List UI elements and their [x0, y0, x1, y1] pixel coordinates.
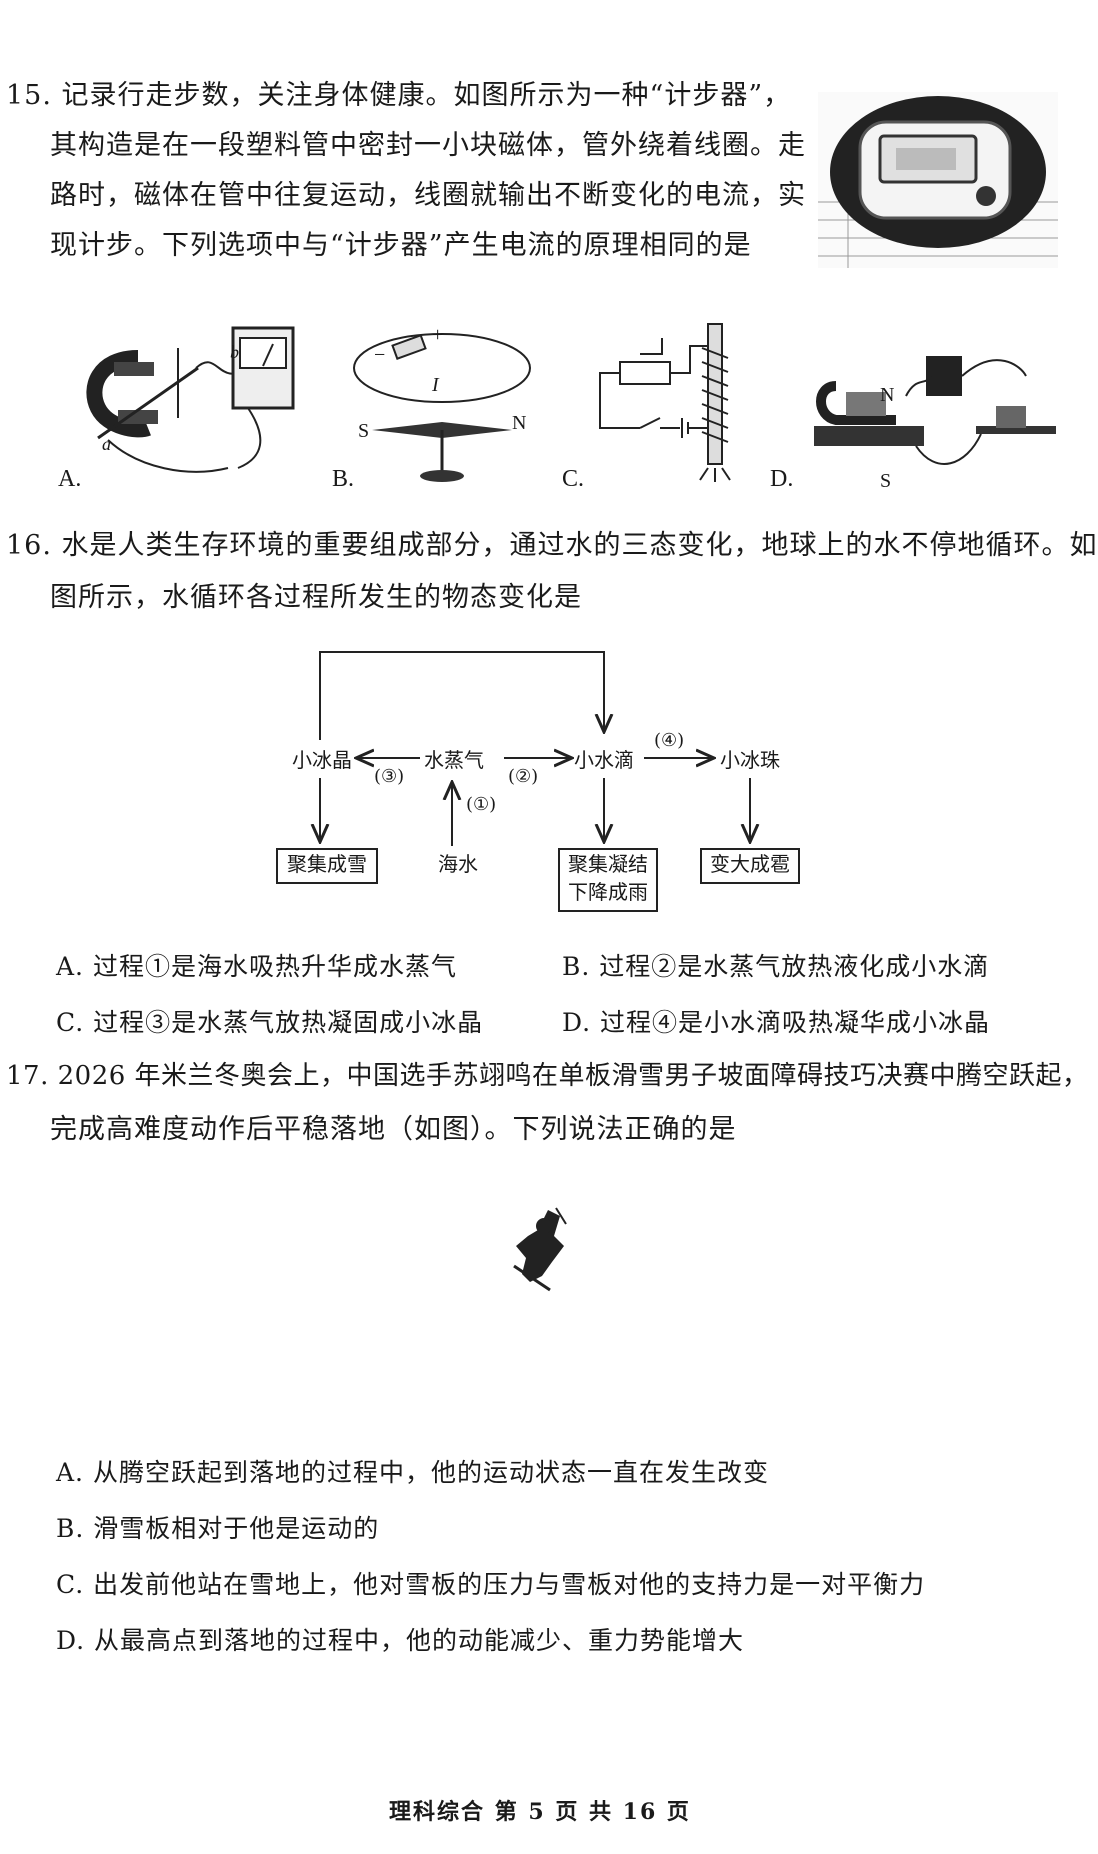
node-vapor: 水蒸气 — [424, 748, 484, 772]
pedometer-photo — [818, 92, 1058, 268]
q16-option-b: B. 过程②是水蒸气放热液化成小水滴 — [562, 952, 990, 981]
label-step-3: (③) — [374, 766, 405, 787]
q15-line-1: 15. 记录行走步数，关注身体健康。如图所示为一种“计步器”， — [6, 80, 792, 111]
box-rain: 聚集凝结 下降成雨 — [558, 848, 658, 912]
label-step-1: (①) — [466, 794, 497, 815]
option-b-north: N — [512, 412, 527, 434]
option-b-south: S — [358, 420, 370, 442]
box-snow: 聚集成雪 — [276, 848, 378, 884]
page-footer: 理科综合 第 5 页 共 16 页 — [389, 1799, 691, 1825]
q16-line-1: 16. 水是人类生存环境的重要组成部分，通过水的三态变化，地球上的水不停地循环。… — [6, 530, 1098, 561]
q16-option-d: D. 过程④是小水滴吸热凝华成小冰晶 — [562, 1008, 991, 1037]
node-droplet: 小水滴 — [574, 748, 634, 772]
option-b-label: B. — [332, 466, 355, 492]
q15-line-3: 路时，磁体在管中往复运动，线圈就输出不断变化的电流，实 — [50, 180, 806, 211]
q17-option-b: B. 滑雪板相对于他是运动的 — [56, 1514, 380, 1543]
option-d-south: S — [880, 470, 892, 492]
label-step-2: (②) — [508, 766, 539, 787]
q16-option-c: C. 过程③是水蒸气放热凝固成小冰晶 — [56, 1008, 484, 1037]
q17-option-a: A. 从腾空跃起到落地的过程中，他的运动状态一直在发生改变 — [56, 1458, 769, 1487]
q17-option-c: C. 出发前他站在雪地上，他对雪板的压力与雪板对他的支持力是一对平衡力 — [56, 1570, 926, 1599]
option-b-current: I — [432, 374, 439, 396]
option-b-minus: − — [374, 344, 386, 366]
q17-option-d: D. 从最高点到落地的过程中，他的动能减少、重力势能增大 — [56, 1626, 745, 1655]
label-step-4: (④) — [654, 730, 685, 751]
q16-line-2: 图所示，水循环各过程所发生的物态变化是 — [50, 582, 582, 613]
snowboarder-figure — [513, 1207, 567, 1292]
node-ice-crystal: 小冰晶 — [292, 748, 352, 772]
q15-line-2: 其构造是在一段塑料管中密封一小块磁体，管外绕着线圈。走 — [50, 130, 806, 161]
option-a-label-b: b — [230, 342, 239, 362]
node-ice-bead: 小冰珠 — [720, 748, 780, 772]
option-d-label: D. — [770, 466, 794, 492]
q17-line-2: 完成高难度动作后平稳落地（如图）。下列说法正确的是 — [50, 1114, 737, 1145]
option-a-label: A. — [58, 466, 82, 492]
q16-option-a: A. 过程①是海水吸热升华成水蒸气 — [56, 952, 457, 981]
option-d-north: N — [880, 384, 895, 406]
box-hail: 变大成雹 — [700, 848, 800, 884]
node-seawater: 海水 — [438, 852, 478, 876]
option-a-figure — [86, 326, 295, 473]
q15-line-4: 现计步。下列选项中与“计步器”产生电流的原理相同的是 — [50, 230, 752, 261]
option-a-label-a: a — [102, 434, 111, 454]
option-b-plus: + — [432, 324, 444, 346]
option-d-figure — [814, 356, 1056, 465]
q17-line-1: 17. 2026 年米兰冬奥会上，中国选手苏翊鸣在单板滑雪男子坡面障碍技巧决赛中… — [6, 1061, 1089, 1091]
option-c-figure — [599, 323, 731, 482]
option-b-figure — [353, 333, 531, 482]
option-c-label: C. — [562, 466, 585, 492]
